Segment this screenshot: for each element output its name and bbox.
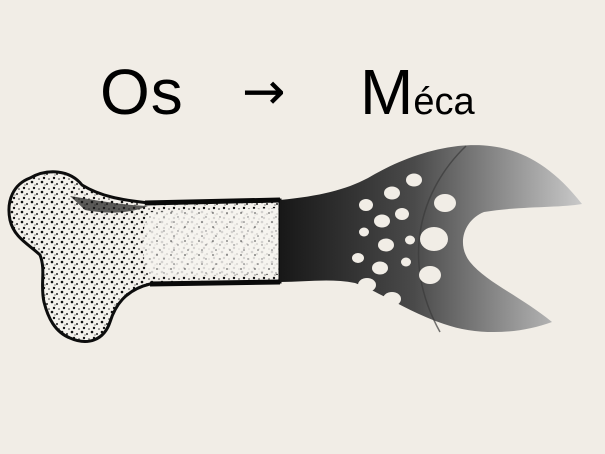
title-word-os: Os	[100, 56, 184, 128]
title-word-meca-rest: éca	[413, 81, 475, 123]
title-word-meca: Méca	[360, 52, 475, 150]
slide-title: Os → Méca	[0, 52, 605, 132]
right-arrow-icon: →	[242, 62, 286, 122]
title-word-meca-initial: M	[360, 56, 414, 128]
bone-icon	[7, 170, 282, 343]
wrench-icon	[280, 145, 582, 333]
